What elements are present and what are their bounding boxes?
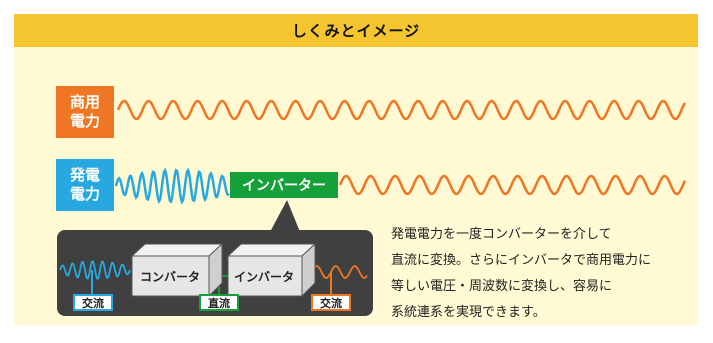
callout-pointer	[270, 200, 300, 232]
description-line: 直流に変換。さらにインバータで商用電力に	[391, 253, 652, 268]
generated-power-label: 発電電力	[56, 159, 114, 211]
ac-input-label: 交流	[73, 294, 113, 311]
commercial-power-label: 商用電力	[56, 86, 114, 138]
title-bar: しくみとイメージ	[14, 14, 698, 47]
converter-cube	[130, 242, 224, 298]
ac-output-label: 交流	[311, 294, 351, 311]
ac-input-wave	[59, 260, 131, 280]
inverter-output-wave	[338, 174, 687, 196]
inverter-cube	[226, 242, 317, 298]
description-line: 発電電力を一度コンバーターを介して	[391, 227, 612, 242]
description-line: 系統連系を実現できます。	[391, 305, 546, 320]
inverter-label: インバータ	[234, 270, 295, 284]
description: 発電電力を一度コンバーターを介して 直流に変換。さらにインバータで商用電力に 等…	[391, 222, 701, 326]
commercial-power-wave	[116, 99, 687, 121]
generated-power-wave	[114, 167, 230, 205]
diagram-title: しくみとイメージ	[291, 22, 421, 40]
ac-output-wave	[311, 265, 368, 279]
inverter-tag: インバーター	[230, 172, 338, 198]
description-line: 等しい電圧・周波数に変換し、容易に	[391, 279, 613, 294]
dc-label: 直流	[199, 294, 239, 311]
converter-label: コンバータ	[140, 270, 201, 284]
